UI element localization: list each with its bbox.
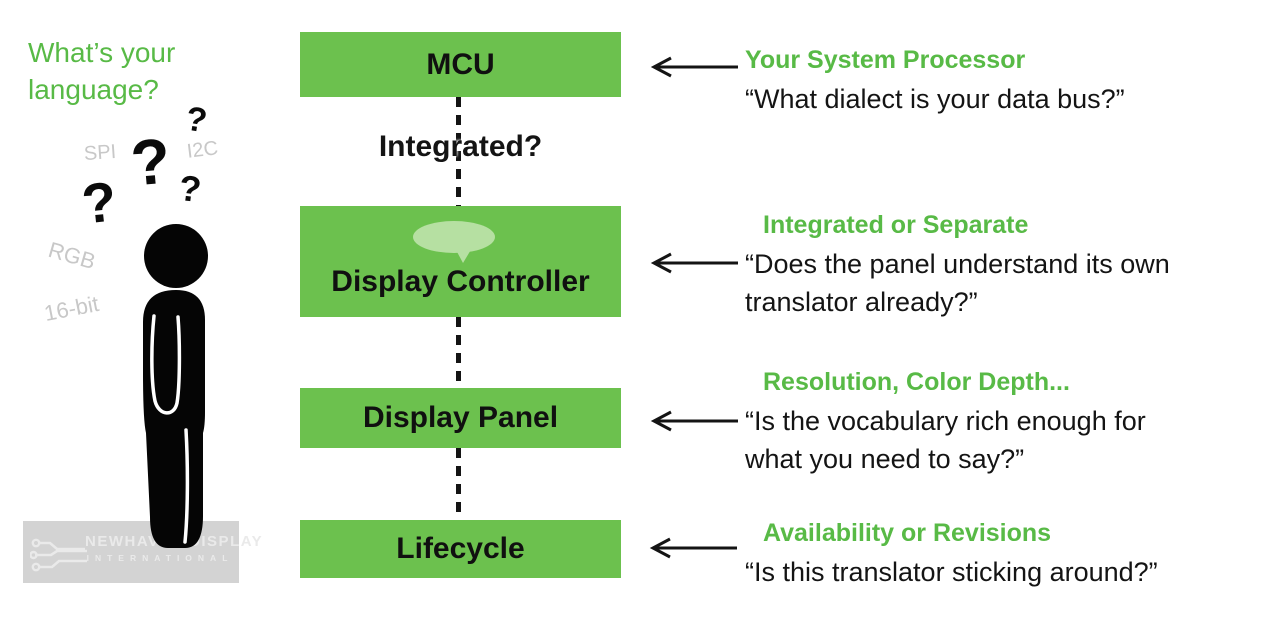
flow-box-label: Display Controller	[331, 265, 590, 298]
flow-box-lifecycle: Lifecycle	[300, 520, 621, 578]
circuit-logo-icon	[30, 538, 87, 572]
term-rgb: RGB	[45, 236, 99, 275]
flow-box-label: Lifecycle	[396, 532, 525, 565]
left-arrow-icon	[649, 537, 737, 559]
annotation-heading: Your System Processor	[745, 46, 1026, 74]
dashed-connector	[456, 448, 461, 520]
question-mark-icon: ?	[176, 166, 204, 211]
annotation-mcu: Your System Processor “What dialect is y…	[745, 44, 1125, 118]
question-mark-icon: ?	[127, 124, 174, 200]
page-title-line1: What’s your	[28, 37, 176, 68]
annotation-quote: “Is the vocabulary rich enough for what …	[745, 406, 1146, 474]
annotation-lifecycle: Availability or Revisions “Is this trans…	[745, 517, 1158, 591]
flow-box-label: MCU	[426, 47, 495, 81]
dashed-connector	[456, 317, 461, 388]
term-i2c: I2C	[185, 137, 220, 163]
watermark-subname: INTERNATIONAL	[86, 553, 234, 563]
annotation-quote: “Does the panel understand its own trans…	[745, 249, 1170, 317]
annotation-display-controller: Integrated or Separate “Does the panel u…	[745, 209, 1215, 321]
annotation-heading: Availability or Revisions	[763, 519, 1052, 547]
term-16bit: 16-bit	[42, 290, 101, 327]
left-arrow-icon	[650, 252, 738, 274]
annotation-display-panel: Resolution, Color Depth... “Is the vocab…	[745, 366, 1185, 478]
flow-box-mcu: MCU	[300, 32, 621, 97]
left-arrow-icon	[650, 56, 738, 78]
annotation-heading: Integrated or Separate	[763, 211, 1029, 239]
annotation-heading: Resolution, Color Depth...	[763, 368, 1070, 396]
left-arrow-icon	[650, 410, 738, 432]
dashed-connector	[456, 97, 461, 206]
term-spi: SPI	[83, 140, 117, 166]
person-silhouette	[143, 224, 208, 548]
flow-box-label: Display Panel	[362, 401, 559, 434]
page-title: What’s your language?	[28, 34, 175, 108]
annotation-quote: “What dialect is your data bus?”	[745, 84, 1125, 114]
flow-box-display-panel: Display Panel	[300, 388, 621, 448]
question-mark-icon: ?	[183, 99, 210, 141]
flow-box-display-controller: Display Controller	[300, 206, 621, 317]
page-title-line2: language?	[28, 74, 159, 105]
connector-label-integrated: Integrated?	[378, 130, 543, 163]
speech-bubble-icon	[413, 221, 495, 263]
question-mark-icon: ?	[78, 169, 120, 236]
annotation-quote: “Is this translator sticking around?”	[745, 557, 1158, 587]
